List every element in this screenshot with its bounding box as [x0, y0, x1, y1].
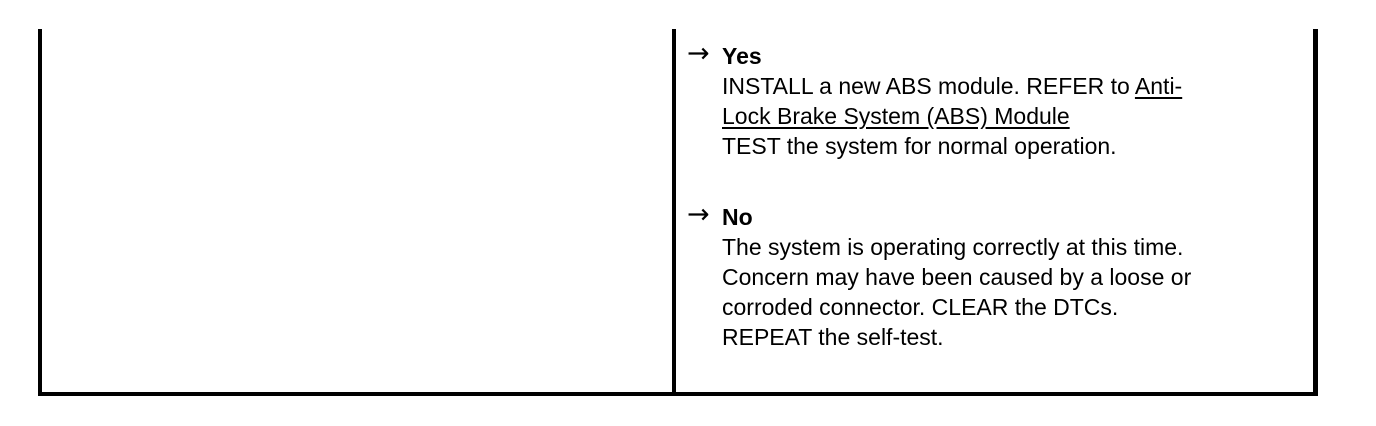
- anti-lock-brake-module-link-part-1[interactable]: Anti-: [1134, 73, 1183, 99]
- branch-yes-line-3: TEST the system for normal operation.: [722, 131, 1313, 161]
- branch-yes-body: INSTALL a new ABS module. REFER to Anti-…: [722, 71, 1313, 161]
- branch-yes: → Yes INSTALL a new ABS module. REFER to…: [676, 38, 1313, 161]
- branch-no-line-3-text: corroded connector. CLEAR the DTCs.: [722, 294, 1119, 320]
- branch-no-line-2-text: Concern may have been caused by a loose …: [722, 264, 1192, 290]
- branch-yes-line-3-text: TEST the system for normal operation.: [722, 133, 1117, 159]
- branch-no-line-3: corroded connector. CLEAR the DTCs.: [722, 292, 1313, 322]
- table-cell-right-outcomes: → Yes INSTALL a new ABS module. REFER to…: [676, 29, 1313, 392]
- decision-table: → Yes INSTALL a new ABS module. REFER to…: [38, 29, 1318, 396]
- branch-yes-label: Yes: [722, 43, 762, 69]
- branch-no-line-4: REPEAT the self-test.: [722, 322, 1313, 352]
- table-cell-left-empty: [42, 29, 676, 392]
- branch-no: → No The system is operating correctly a…: [676, 199, 1313, 352]
- branch-no-line-1-text: The system is operating correctly at thi…: [722, 234, 1184, 260]
- branch-no-body: The system is operating correctly at thi…: [722, 232, 1313, 352]
- branch-no-line-1: The system is operating correctly at thi…: [722, 232, 1313, 262]
- branch-no-label: No: [722, 204, 753, 230]
- branch-no-line-2: Concern may have been caused by a loose …: [722, 262, 1313, 292]
- branch-no-line-4-text: REPEAT the self-test.: [722, 324, 944, 350]
- branch-yes-line-2: Lock Brake System (ABS) Module: [722, 101, 1313, 131]
- rightwards-arrow-icon: →: [687, 199, 710, 230]
- anti-lock-brake-module-link-part-2[interactable]: Lock Brake System (ABS) Module: [722, 103, 1070, 129]
- rightwards-arrow-icon: →: [687, 38, 710, 69]
- branch-yes-line-1-text: INSTALL a new ABS module. REFER to: [722, 73, 1135, 99]
- branch-yes-line-1: INSTALL a new ABS module. REFER to Anti-: [722, 71, 1313, 101]
